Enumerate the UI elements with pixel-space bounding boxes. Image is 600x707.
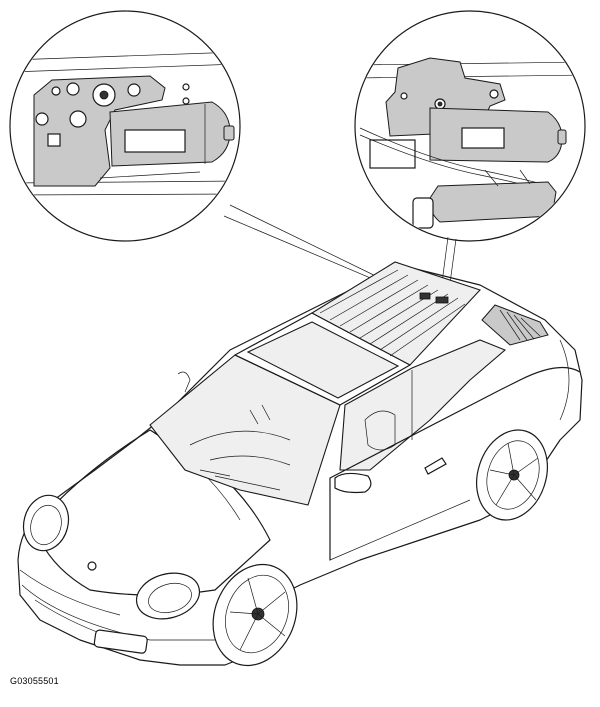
headlight-right <box>135 572 201 620</box>
side-mirror <box>334 472 372 494</box>
headlight-left <box>22 494 70 552</box>
rear-wheel <box>476 429 548 521</box>
motor-bracket <box>33 75 166 187</box>
motor-location-marker-left <box>419 292 431 300</box>
figure-reference-code: G03055501 <box>10 676 59 686</box>
detail-circle-left <box>9 10 241 242</box>
car-body <box>17 261 583 666</box>
side-window <box>339 339 507 471</box>
cable-housing <box>429 181 557 223</box>
rear-vent <box>481 304 549 346</box>
sunroof-glass <box>310 261 481 366</box>
front-wheel <box>212 563 298 667</box>
motor-location-marker-right <box>435 296 449 304</box>
detail-circle-right <box>354 10 586 242</box>
